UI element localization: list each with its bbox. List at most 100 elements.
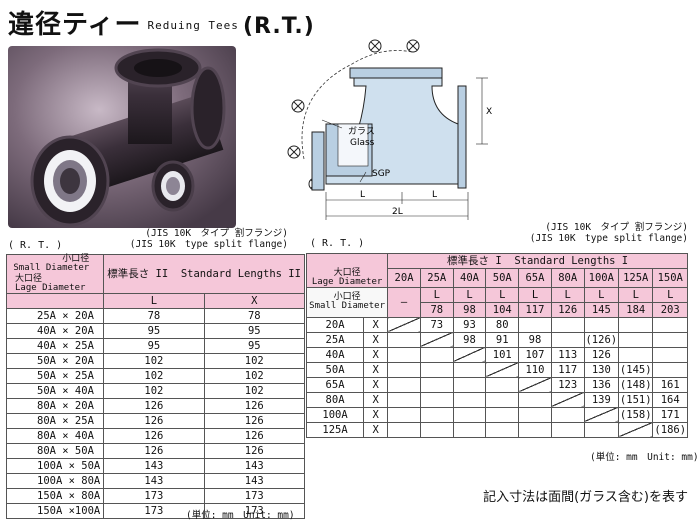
small-size-cell: 50A [305,361,365,378]
value-cell [485,376,520,393]
x-marker-cell: X [363,346,389,363]
dim-x-label: X [486,107,492,117]
small-size-cell: 40A [305,346,365,363]
x-cell: 143 [203,473,305,489]
large-diameter-jp-r: 大口径 [333,267,361,278]
value-cell [387,376,421,393]
l-cell: 102 [103,383,205,399]
value-cell [652,346,688,363]
size-cell: 80A × 40A [5,428,105,444]
x-cell: 78 [203,308,305,324]
value-cell [618,346,654,363]
size-col-header: 25A [419,268,454,288]
l-cell: 102 [103,368,205,384]
col-x-header: X [203,293,305,309]
value-cell [618,421,654,438]
value-cell: 91 [485,331,520,348]
value-cell [518,406,552,423]
value-cell [518,421,552,438]
l-label-cell: L [518,286,552,303]
value-cell: (148) [618,376,654,393]
value-cell: 139 [583,391,620,408]
small-size-cell: 80A [305,391,365,408]
std-lengths-i-en: Standard Lengths I [514,255,629,267]
value-cell [518,316,552,333]
x-marker-cell: X [363,331,389,348]
small-diameter-jp-r: 小口径 [333,292,361,302]
std-lengths-en: Standard Lengths II [180,268,301,280]
large-diameter-en-r: Lage Diameter [311,276,383,287]
value-cell: 161 [652,376,688,393]
size-cell: 80A × 20A [5,398,105,414]
value-cell [550,316,585,333]
x-cell: 102 [203,368,305,384]
l-cell: 126 [103,443,205,459]
value-cell: 117 [550,361,585,378]
x-marker-cell: X [363,316,389,333]
x-cell: 95 [203,323,305,339]
value-cell [452,391,487,408]
l-cell: 95 [103,338,205,354]
value-cell [387,361,421,378]
size-col-header: 65A [518,268,552,288]
footer-note: 記入寸法は面間(ガラス含む)を表す [483,490,688,505]
std-lengths-jp: 標準長さ II [107,268,169,280]
value-cell [618,316,654,333]
small-diameter-en-r: Small Diameter [309,301,386,311]
x-cell: 173 [203,503,305,519]
dim-l2-label: L [432,190,437,200]
x-cell: 143 [203,458,305,474]
value-cell [583,421,620,438]
value-cell [485,391,520,408]
size-cell: 150A × 80A [5,488,105,504]
value-cell: 113 [550,346,585,363]
l-label-cell: L [652,286,688,303]
size-cell: 50A × 25A [5,368,105,384]
l-cell: 95 [103,323,205,339]
right-table-note: (JIS 10K タイプ 割フランジ) (JIS 10K type split … [500,222,688,244]
sgp-label: SGP [372,169,391,179]
l-value-cell: 117 [518,301,552,318]
size-cell: 50A × 40A [5,383,105,399]
value-cell: 110 [518,361,552,378]
value-cell [652,361,688,378]
small-size-cell: 100A [305,406,365,423]
title-en: Reduing Tees [147,19,239,32]
l-value-cell: 184 [618,301,654,318]
x-cell: 126 [203,443,305,459]
large-diameter-header: 大口径 Lage Diameter [305,267,389,288]
x-marker-cell: X [363,421,389,438]
value-cell [419,391,454,408]
value-cell: 136 [583,376,620,393]
glass-label-jp: ガラス [348,126,375,137]
small-diameter-header: 小口径 Small Diameter [305,286,389,318]
l-value-cell: 78 [419,301,454,318]
value-cell [583,406,620,423]
x-cell: 102 [203,353,305,369]
small-size-cell: 125A [305,421,365,438]
l-cell: 102 [103,353,205,369]
glass-label-en: Glass [350,138,375,148]
value-cell [452,346,487,363]
right-note-en: (JIS 10K type split flange) [529,233,688,244]
x-cell: 126 [203,428,305,444]
value-cell: 98 [452,331,487,348]
size-col-header: 150A [652,268,688,288]
value-cell [387,331,421,348]
size-col-header: 20A [387,268,421,288]
cross-section-drawing: ガラス Glass SGP X L L 2L [287,39,492,220]
value-cell: 101 [485,346,520,363]
value-cell [387,421,421,438]
